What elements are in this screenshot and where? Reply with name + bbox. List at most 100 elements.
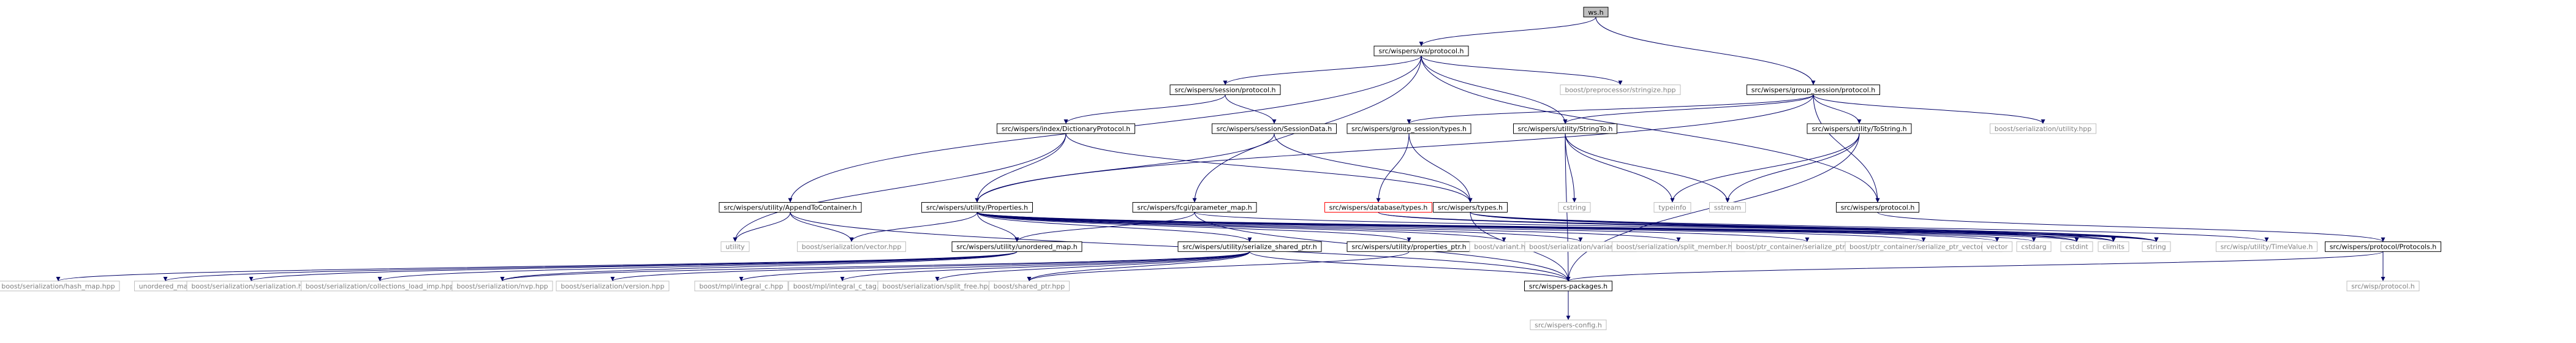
graph-node[interactable]: src/wispers/protocol/Protocols.h (2325, 241, 2441, 252)
graph-node[interactable]: src/wispers/utility/properties_ptr.h (1347, 241, 1471, 252)
dependency-edge (610, 251, 1250, 282)
node-label: src/wispers/group_session/protocol.h (1751, 86, 1875, 94)
dependency-edge (975, 133, 1067, 203)
dependency-edge (733, 133, 1067, 242)
node-label: src/wispers/utility/ToString.h (1811, 125, 1906, 133)
graph-node[interactable]: src/wispers-packages.h (1524, 281, 1612, 292)
graph-node[interactable]: src/wispers/utility/StringTo.h (1513, 123, 1617, 134)
node-label: src/wispers/index/DictionaryProtocol.h (1002, 125, 1130, 133)
graph-node: cstring (1558, 202, 1591, 213)
dependency-edge (976, 212, 1810, 243)
graph-node[interactable]: src/wispers/group_session/types.h (1347, 123, 1471, 134)
graph-node: boost/ptr_container/serialize_ptr_vector… (1845, 241, 2003, 252)
graph-node: typeinfo (1653, 202, 1691, 213)
dependency-edge (976, 212, 1252, 243)
node-box (2142, 241, 2171, 252)
node-label: boost/serialization/split_free.hpp (882, 282, 992, 290)
graph-node[interactable]: src/wispers/utility/ToString.h (1807, 123, 1912, 134)
dependency-edge (1408, 133, 1473, 203)
dependency-edge (1563, 94, 1814, 124)
dependency-edge (1027, 251, 1250, 282)
node-box (2060, 241, 2093, 252)
graph-node[interactable]: src/wispers/group_session/protocol.h (1747, 85, 1880, 96)
graph-node: boost/shared_ptr.hpp (989, 281, 1070, 292)
graph-node: boost/serialization/split_free.hpp (877, 281, 997, 292)
node-box (1560, 85, 1681, 96)
graph-node: boost/serialization/split_member.hpp (1612, 241, 1745, 252)
node-box (1807, 123, 1912, 134)
graph-node[interactable]: src/wispers/session/protocol.h (1169, 85, 1281, 96)
graph-node[interactable]: src/wispers/utility/AppendToContainer.h (719, 202, 862, 213)
graph-node: boost/serialization/version.hpp (556, 281, 670, 292)
graph-node: boost/mpl/integral_c.hpp (694, 281, 788, 292)
graph-node[interactable]: src/wispers/index/DictionaryProtocol.h (997, 123, 1135, 134)
node-label: src/wispers/utility/properties_ptr.h (1351, 243, 1466, 251)
dependency-edge (1421, 56, 1568, 124)
graph-node: src/wisp/utility/TimeValue.h (2216, 241, 2317, 252)
dependency-edge (976, 212, 1583, 243)
node-box (797, 241, 906, 252)
graph-node[interactable]: src/wispers/utility/Properties.h (921, 202, 1033, 213)
dependency-edge (976, 212, 1506, 243)
graph-node: boost/serialization/collections_load_imp… (301, 281, 459, 292)
graph-node: vector (1982, 241, 2012, 252)
graph-node[interactable]: src/wispers/utility/serialize_shared_ptr… (1177, 241, 1322, 252)
dependency-edge (733, 212, 791, 242)
graph-node[interactable]: src/wispers/fcgi/parameter_map.h (1132, 202, 1257, 213)
node-box (0, 281, 120, 292)
node-label: vector (1987, 243, 2008, 251)
node-box (694, 281, 788, 292)
node-box (1513, 123, 1617, 134)
node-label: src/wispers/ws/protocol.h (1378, 47, 1464, 55)
node-label: boost/serialization/serialization.hpp (191, 282, 311, 290)
node-label: boost/mpl/integral_c_tag.hpp (793, 282, 892, 290)
node-box (1433, 202, 1508, 213)
node-box (1709, 202, 1746, 213)
dependency-edge (1194, 212, 2159, 243)
graph-node[interactable]: src/wispers/session/SessionData.h (1212, 123, 1337, 134)
node-box (1990, 123, 2096, 134)
node-box (1324, 202, 1432, 213)
node-label: boost/serialization/version.hpp (561, 282, 664, 290)
dependency-edge (1421, 56, 1880, 203)
dependency-edge (1027, 251, 1410, 282)
dependency-edge (935, 251, 1250, 282)
dependency-edge (1470, 212, 2269, 243)
node-label: boost/serialization/variant.hpp (1529, 243, 1632, 251)
node-box (921, 202, 1033, 213)
node-label: boost/mpl/integral_c.hpp (699, 282, 783, 290)
dependency-edge (56, 251, 1018, 282)
node-label: utility (725, 243, 745, 251)
node-box (997, 123, 1135, 134)
node-label: src/wispers/utility/serialize_shared_ptr… (1182, 243, 1316, 251)
node-label: src/wispers/types.h (1438, 203, 1503, 211)
graph-node: boost/preprocessor/stringize.hpp (1560, 85, 1681, 96)
dependency-edge (163, 251, 1018, 282)
dependency-edge (1014, 212, 1195, 242)
node-box (2098, 241, 2129, 252)
dependency-edge (1063, 94, 1226, 124)
edges-layer (56, 17, 2385, 320)
node-label: boost/ptr_container/serialize_ptr_map.hp… (1736, 243, 1879, 251)
dependency-edge (849, 212, 978, 242)
node-label: src/wisp/protocol.h (2351, 282, 2415, 290)
node-label: src/wispers/utility/AppendToContainer.h (723, 203, 856, 211)
graph-node[interactable]: src/wispers/ws/protocol.h (1373, 45, 1469, 56)
node-box (2016, 241, 2052, 252)
node-box (1583, 7, 1609, 18)
graph-node[interactable]: src/wispers/utility/unordered_map.h (951, 241, 1082, 252)
node-label: src/wispers/protocol.h (1841, 203, 1915, 211)
dependency-edge (1407, 94, 1814, 124)
graph-node[interactable]: src/wispers/protocol.h (1836, 202, 1919, 213)
node-label: src/wispers/session/SessionData.h (1217, 125, 1332, 133)
dependency-edge (1419, 17, 1596, 47)
dependency-edge (500, 251, 1018, 282)
node-label: climits (2102, 243, 2125, 251)
node-box (1132, 202, 1257, 213)
graph-node[interactable]: src/wispers/types.h (1433, 202, 1508, 213)
graph-node: climits (2098, 241, 2129, 252)
node-box (719, 202, 862, 213)
dependency-edge (840, 251, 1250, 282)
node-box (2325, 241, 2441, 252)
